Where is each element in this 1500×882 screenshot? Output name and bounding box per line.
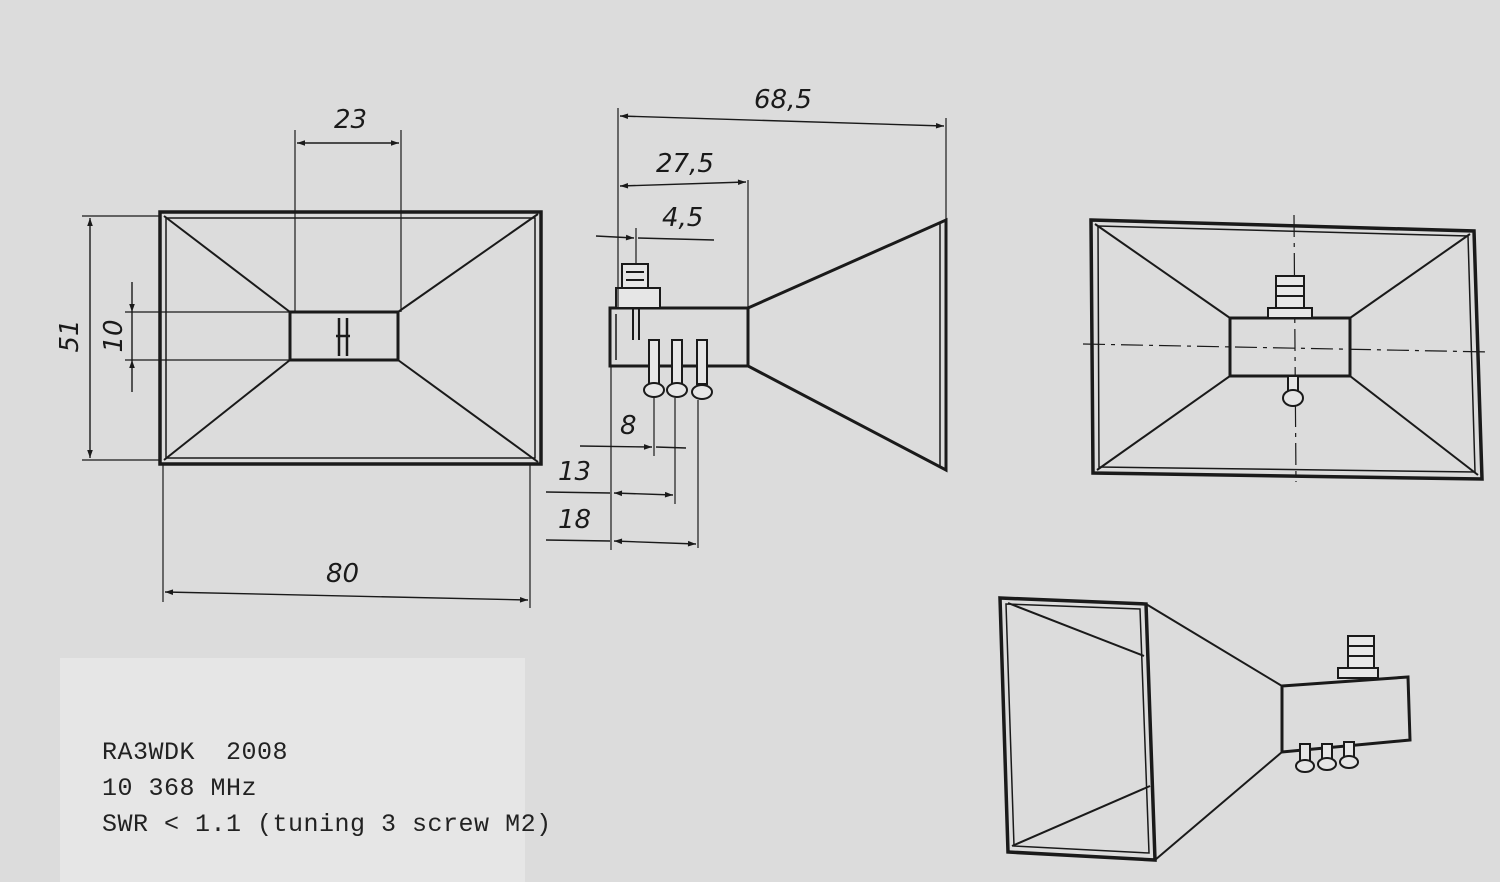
dim-total-length: 68,5 [754, 85, 812, 115]
dim-connector-offset: 4,5 [662, 203, 703, 233]
front-extension-lines [82, 130, 531, 608]
iso-tuning-screws [1295, 741, 1359, 773]
note-frequency: 10 368 MHz [102, 774, 258, 803]
dim-screw-1: 8 [620, 411, 637, 441]
front-horn-edges [163, 213, 539, 463]
side-extension-lines [610, 108, 947, 550]
dim-slot-width: 23 [334, 105, 367, 135]
front-view [82, 130, 543, 608]
side-dimension-lines [545, 113, 945, 547]
dim-height: 51 [55, 319, 85, 352]
iso-connector [1337, 635, 1379, 679]
iso-waveguide [1280, 675, 1412, 754]
horn-flare-side [746, 217, 948, 473]
rear-horn-edges [1094, 223, 1479, 476]
sma-connector-rear [1267, 275, 1313, 407]
tuning-screws-side [643, 339, 713, 400]
side-view [545, 108, 948, 550]
front-dimension-lines [87, 140, 529, 603]
dim-width: 80 [326, 559, 359, 589]
note-author-year: RA3WDK 2008 [102, 738, 289, 767]
notes-panel [60, 658, 525, 882]
dim-waveguide-length: 27,5 [656, 149, 714, 179]
waveguide-opening [288, 310, 400, 362]
dim-screw-2: 13 [558, 457, 591, 487]
dim-screw-3: 18 [558, 505, 591, 535]
isometric-view [998, 596, 1412, 862]
dim-slot-height: 10 [99, 319, 129, 352]
iso-horn-edges [1007, 602, 1283, 861]
rear-outer-aperture [1089, 218, 1484, 481]
sma-connector-side [615, 263, 661, 340]
iso-aperture [998, 596, 1157, 862]
probe-slot [336, 318, 350, 356]
note-swr: SWR < 1.1 (tuning 3 screw M2) [102, 810, 552, 839]
front-inner-aperture [165, 217, 536, 459]
rear-center-lines [1082, 214, 1491, 483]
front-outer-aperture [158, 210, 543, 466]
rear-view [1082, 214, 1491, 483]
